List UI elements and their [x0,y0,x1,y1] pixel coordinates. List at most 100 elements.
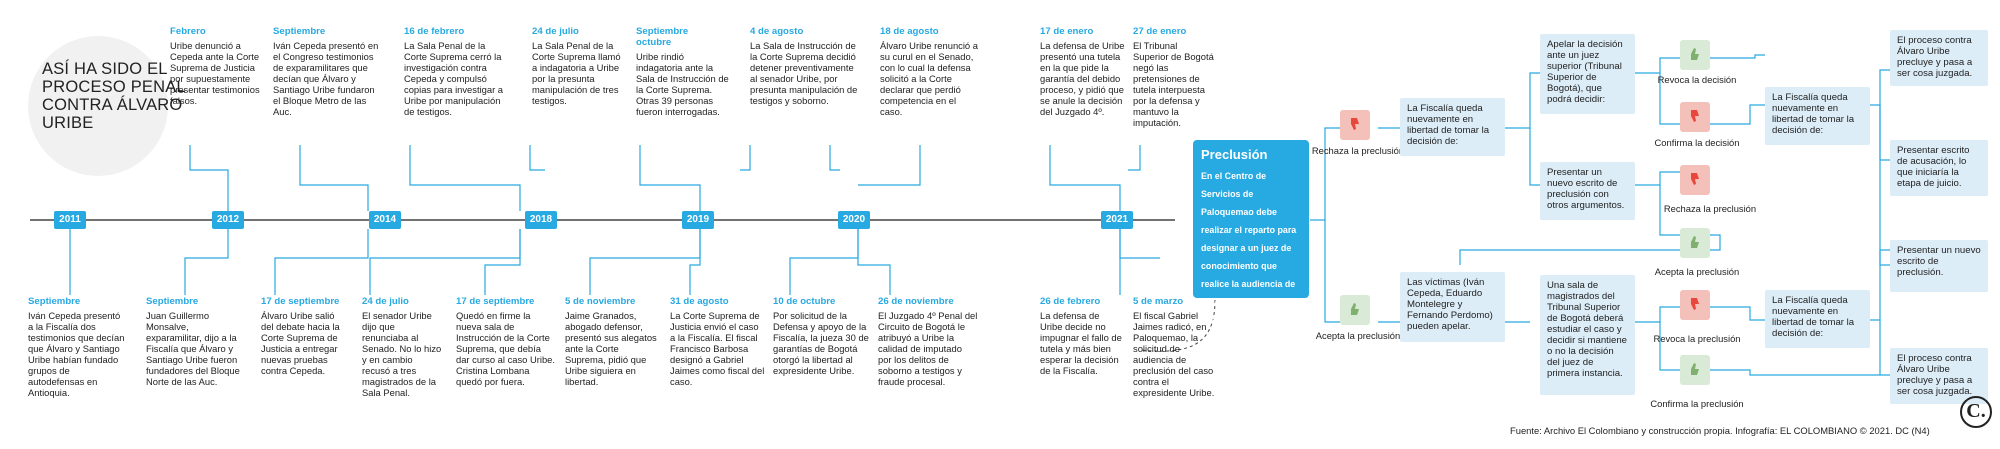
event-card: 10 de octubre Por solicitud de la Defens… [773,296,869,376]
page-title: ASÍ HA SIDO EL PROCESO PENAL CONTRA ÁLVA… [42,60,186,132]
thumbs-down-icon [1680,102,1710,132]
event-date: 16 de febrero [404,26,465,37]
title-circle [28,36,168,176]
event-date: Septiembre [273,26,326,37]
event-card: 4 de agosto La Sala de Instrucción de la… [750,26,860,106]
event-card: 24 de julio La Sala Penal de la Corte Su… [532,26,626,106]
nuevo-escrito-box: Presentar un nuevo escrito de preclusión… [1890,240,1988,292]
event-card: 18 de agosto Álvaro Uribe renunció a su … [880,26,980,117]
year-2018: 2018 [525,211,557,229]
event-card: 17 de enero La defensa de Uribe presentó… [1040,26,1128,117]
event-date: 26 de febrero [1040,296,1101,307]
event-card: 5 de noviembre Jaime Granados, abogado d… [565,296,659,387]
event-card: Febrero Uribe denunció a Cepeda ante la … [170,26,270,106]
event-date: Febrero [170,26,206,37]
event-text: La Sala Penal de la Corte Suprema llamó … [532,40,621,106]
event-date: Septiembre [146,296,199,307]
event-date: 31 de agosto [670,296,729,307]
acusacion-box: Presentar escrito de acusación, lo que i… [1890,140,1988,196]
event-date: Septiembre [28,296,81,307]
year-2011: 2011 [54,211,86,229]
preclusion-box: Preclusión En el Centro de Servicios de … [1193,140,1309,325]
title-block: ASÍ HA SIDO EL PROCESO PENAL CONTRA ÁLVA… [28,36,185,176]
revoca-decision-label: Revoca la decisión [1657,74,1737,85]
confirma-preclusion-label: Confirma la preclusión [1650,398,1744,409]
event-date: 26 de noviembre [878,296,954,307]
event-date: 18 de agosto [880,26,939,37]
confirma-decision-label: Confirma la decisión [1654,137,1740,148]
event-card: Septiembre Juan Guillermo Monsalve, expa… [146,296,246,387]
fiscalia-decision-box-2: La Fiscalía queda nuevamente en libertad… [1765,87,1870,145]
event-text: Álvaro Uribe salió del debate hacia la C… [261,310,340,376]
event-text: La Sala de Instrucción de la Corte Supre… [750,40,858,106]
event-text: Uribe rindió indagatoria ante la Sala de… [636,51,729,117]
event-text: Uribe denunció a Cepeda ante la Corte Su… [170,40,260,106]
thumbs-down-icon [1680,165,1710,195]
event-date: 10 de octubre [773,296,836,307]
year-2021: 2021 [1101,211,1133,229]
event-card: 26 de febrero La defensa de Uribe decide… [1040,296,1124,376]
event-card: 31 de agosto La Corte Suprema de Justici… [670,296,766,387]
thumbs-up-icon [1680,40,1710,70]
event-text: Por solicitud de la Defensa y apoyo de l… [773,310,869,376]
thumbs-down-icon [1680,290,1710,320]
event-date: 4 de agosto [750,26,804,37]
source-note: Fuente: Archivo El Colombiano y construc… [1510,425,1930,436]
event-date: 27 de enero [1133,26,1187,37]
apelar-box: Apelar la decisión ante un juez superior… [1540,34,1635,114]
precluye-box: El proceso contra Álvaro Uribe precluye … [1890,30,1988,86]
event-card: 24 de julio El senador Uribe dijo que re… [362,296,442,398]
event-date: 17 de septiembre [261,296,340,307]
event-date: 17 de enero [1040,26,1094,37]
year-2014: 2014 [369,211,401,229]
fiscalia-decision-box: La Fiscalía queda nuevamente en libertad… [1400,98,1505,156]
event-text: Iván Cepeda presentó a la Fiscalía dos t… [28,310,125,398]
event-card: 17 de septiembre Quedó en firme la nueva… [456,296,556,387]
event-text: La Corte Suprema de Justicia envió el ca… [670,310,765,387]
event-text: La defensa de Uribe decide no impugnar e… [1040,310,1122,376]
year-2012: 2012 [212,211,244,229]
presentar-nuevo-box: Presentar un nuevo escrito de preclusión… [1540,162,1635,220]
year-2019: 2019 [682,211,714,229]
event-card: 26 de noviembre El Juzgado 4º Penal del … [878,296,978,387]
event-date: 24 de julio [532,26,579,37]
thumbs-down-icon [1340,110,1370,140]
thumbs-up-icon [1680,355,1710,385]
event-text: El fiscal Gabriel Jaimes radicó, en Palo… [1133,310,1215,398]
sala-box: Una sala de magistrados del Tribunal Sup… [1540,275,1635,395]
event-text: El Juzgado 4º Penal del Circuito de Bogo… [878,310,978,387]
thumbs-up-icon [1340,295,1370,325]
event-card: Septiembre Iván Cepeda presentó a la Fis… [28,296,128,398]
event-text: Jaime Granados, abogado defensor, presen… [565,310,657,387]
revoca-preclusion-label: Revoca la preclusión [1653,333,1741,344]
victimas-box: Las víctimas (Iván Cepeda, Eduardo Monte… [1400,272,1505,342]
preclusion-heading: Preclusión [1201,147,1268,162]
fiscalia-decision-box-3: La Fiscalía queda nuevamente en libertad… [1765,290,1870,348]
precluye-box-2: El proceso contra Álvaro Uribe precluye … [1890,348,1988,404]
event-text: Juan Guillermo Monsalve, exparamilitar, … [146,310,240,387]
preclusion-text: En el Centro de Servicios de Paloquemao … [1201,171,1298,325]
event-text: El senador Uribe dijo que renunciaba al … [362,310,442,398]
event-date: Septiembre octubre [636,26,689,48]
event-text: Iván Cepeda presentó en el Congreso test… [273,40,379,117]
event-card: Septiembre octubre Uribe rindió indagato… [636,26,732,117]
year-2020: 2020 [838,211,870,229]
thumbs-up-icon [1680,228,1710,258]
event-text: La Sala Penal de la Corte Suprema cerró … [404,40,504,117]
event-text: Quedó en firme la nueva sala de Instrucc… [456,310,556,387]
event-card: 17 de septiembre Álvaro Uribe salió del … [261,296,347,376]
acepta-preclusion-label: Acepta la preclusión [1654,266,1740,277]
rechaza-preclusion-label: Rechaza la preclusión [1663,203,1757,214]
event-card: 27 de enero El Tribunal Superior de Bogo… [1133,26,1215,128]
event-date: 17 de septiembre [456,296,535,307]
event-date: 5 de marzo [1133,296,1184,307]
event-card: 16 de febrero La Sala Penal de la Corte … [404,26,510,117]
el-colombiano-logo: C. [1960,396,1992,428]
event-text: Álvaro Uribe renunció a su curul en el S… [880,40,978,117]
event-text: El Tribunal Superior de Bogotá negó las … [1133,40,1214,128]
event-card: Septiembre Iván Cepeda presentó en el Co… [273,26,381,117]
event-date: 5 de noviembre [565,296,636,307]
event-date: 24 de julio [362,296,409,307]
event-card: 5 de marzo El fiscal Gabriel Jaimes radi… [1133,296,1215,398]
rechaza-label: Rechaza la preclusión [1311,145,1405,156]
